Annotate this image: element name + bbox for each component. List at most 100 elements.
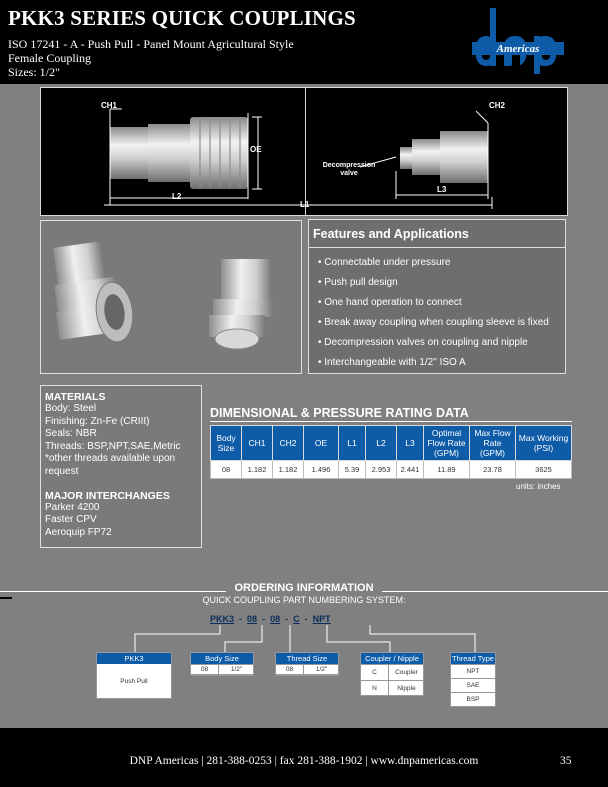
col-header: OE	[303, 425, 339, 461]
col-header: CH1	[241, 425, 273, 461]
ordering-connectors	[134, 625, 476, 652]
features-title: Features and Applications	[313, 227, 469, 241]
l2-label: L2	[172, 192, 182, 201]
coupler-code: C	[361, 665, 389, 681]
features-list: • Connectable under pressure • Push pull…	[318, 257, 549, 377]
coupler-value: Coupler	[389, 665, 424, 681]
decompression-valve-label: Decompression valve	[322, 162, 376, 177]
materials-line: Body: Steel	[45, 403, 97, 414]
subtitle-line-3: Sizes: 1/2"	[8, 65, 60, 79]
interchange-item: Faster CPV	[45, 514, 97, 526]
list-item: • Interchangeable with 1/2" ISO A	[318, 357, 466, 368]
part-segment: C	[293, 614, 300, 624]
thread-type-sae: SAE	[451, 679, 495, 693]
body-size-code: 08	[191, 665, 219, 676]
col-header: CH2	[272, 425, 304, 461]
body-size-box: Body Size 08 1/2"	[190, 652, 254, 676]
ch1-label: CH1	[101, 101, 118, 110]
col-header: Optimal Flow Rate (GPM)	[423, 425, 470, 461]
subtitle-line-2: Female Coupling	[8, 51, 91, 65]
materials-line: Finishing: Zn-Fe (CRIII)	[45, 415, 150, 427]
list-item: • Connectable under pressure	[318, 257, 451, 268]
table-cell: 11.89	[423, 460, 470, 479]
dimensional-table: Body Size CH1 CH2 OE L1 L2 L3 Optimal Fl…	[210, 425, 572, 479]
table-cell: 1.182	[272, 460, 304, 479]
table-cell: 2.953	[365, 460, 397, 479]
coupler-nipple-box: Coupler / Nipple C Coupler N Nipple	[360, 652, 424, 696]
dimension-diagram	[104, 108, 493, 209]
list-item: • One hand operation to connect	[318, 297, 462, 308]
thread-type-box: Thread Type NPT SAE BSP	[450, 652, 496, 707]
table-cell: 3625	[515, 460, 572, 479]
table-cell: 5.39	[338, 460, 366, 479]
thread-type-head: Thread Type	[451, 653, 495, 664]
part-segment: 08	[270, 614, 281, 624]
page-number: 35	[560, 755, 572, 767]
nipple-value: Nipple	[397, 685, 416, 692]
coupler-image	[110, 117, 248, 189]
materials-line: Seals: NBR	[45, 428, 97, 440]
col-header: L3	[396, 425, 424, 461]
page-title: PKK3 SERIES QUICK COUPLINGS	[8, 6, 356, 30]
interchange-item: Aeroquip FP72	[45, 526, 112, 538]
subtitle-line-1: ISO 17241 - A - Push Pull - Panel Mount …	[8, 37, 294, 51]
thread-size-box: Thread Size 08 1/2"	[275, 652, 339, 676]
left-tick	[0, 597, 12, 599]
materials-title: MATERIALS	[45, 391, 106, 403]
thread-size-head: Thread Size	[276, 653, 338, 664]
ordering-title-wrap: ORDERING INFORMATION	[0, 578, 608, 596]
pkk3-desc: Push Pull	[120, 678, 148, 685]
ordering-subtitle: QUICK COUPLING PART NUMBERING SYSTEM:	[202, 595, 406, 605]
part-number: PKK3 - 08 - 08 - C - NPT	[210, 614, 331, 624]
materials-box: MATERIALS Body: Steel Finishing: Zn-Fe (…	[40, 385, 202, 548]
part-segment: NPT	[312, 614, 331, 624]
list-item: • Decompression valves on coupling and n…	[318, 337, 528, 348]
col-header: Max Working (PSI)	[515, 425, 572, 461]
oe-label: OE	[250, 145, 262, 154]
dimensional-title: DIMENSIONAL & PRESSURE RATING DATA	[210, 406, 469, 420]
pkk3-box: PKK3 Push Pull	[96, 652, 172, 699]
body-size-head: Body Size	[191, 653, 253, 664]
list-item: • Push pull design	[318, 277, 398, 288]
part-segment: -	[262, 614, 266, 624]
product-photo	[40, 220, 302, 374]
nipple-code: N	[361, 681, 389, 696]
interchange-item: Parker 4200	[45, 501, 100, 513]
footer-bar	[0, 728, 608, 787]
col-header: L1	[338, 425, 366, 461]
table-cell: 08	[210, 460, 242, 479]
part-segment: -	[239, 614, 243, 624]
nipple-image	[400, 131, 488, 183]
part-segment: PKK3	[210, 614, 235, 624]
table-cell: 1.182	[241, 460, 273, 479]
part-segment: 08	[247, 614, 258, 624]
col-header: Body Size	[210, 425, 242, 461]
materials-line: Threads: BSP,NPT,SAE,Metric	[45, 440, 181, 452]
coupler-nipple-head: Coupler / Nipple	[361, 653, 423, 664]
l3-label: L3	[437, 185, 447, 194]
thread-size-value: 1/2"	[304, 665, 339, 676]
thread-size-code: 08	[276, 665, 304, 676]
table-cell: 1.496	[303, 460, 339, 479]
body-size-value: 1/2"	[219, 665, 254, 676]
pkk3-head: PKK3	[97, 653, 171, 664]
table-cell: 23.78	[469, 460, 516, 479]
thread-type-bsp: BSP	[466, 696, 480, 703]
features-box: Features and Applications • Connectable …	[308, 219, 566, 374]
interchanges-title: MAJOR INTERCHANGES	[45, 489, 170, 502]
l1-label: L1	[300, 200, 310, 209]
part-segment: -	[304, 614, 308, 624]
units-note: units: inches	[516, 482, 561, 491]
table-header-row: Body Size CH1 CH2 OE L1 L2 L3 Optimal Fl…	[210, 425, 572, 461]
table-row: 08 1.182 1.182 1.496 5.39 2.953 2.441 11…	[210, 460, 572, 479]
list-item: • Break away coupling when coupling slee…	[318, 317, 549, 328]
footer-contact: DNP Americas | 281-388-0253 | fax 281-38…	[129, 755, 479, 767]
col-header: Max Flow Rate (GPM)	[469, 425, 516, 461]
dnp-logo: Americas	[472, 8, 564, 74]
ordering-title: ORDERING INFORMATION	[226, 582, 382, 594]
part-segment: -	[285, 614, 289, 624]
ch2-label: CH2	[489, 101, 506, 110]
materials-line: *other threads available upon request	[45, 453, 176, 477]
thread-type-npt: NPT	[451, 665, 495, 679]
col-header: L2	[365, 425, 397, 461]
